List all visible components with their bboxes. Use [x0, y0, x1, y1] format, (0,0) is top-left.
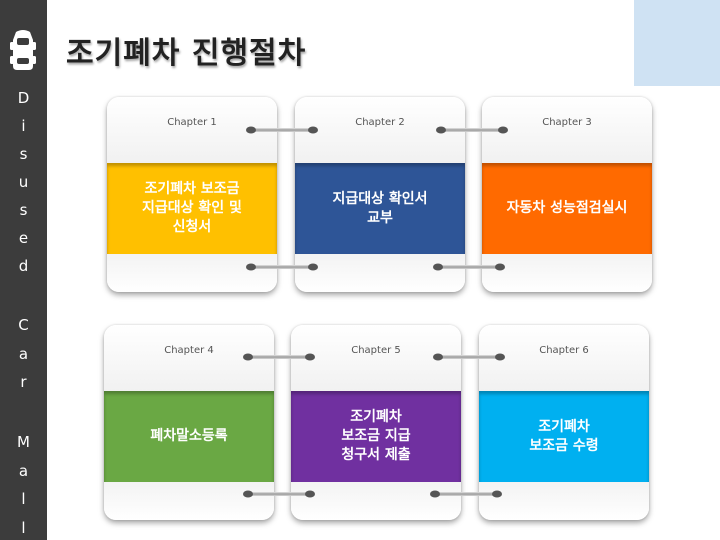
card-footer — [107, 254, 277, 292]
card-footer — [482, 254, 652, 292]
binder-ring-icon — [242, 347, 316, 361]
chapter-card: Chapter 6 조기폐차 보조금 수령 — [479, 325, 649, 520]
chapter-label: Chapter 6 — [539, 345, 589, 356]
binder-ring-icon — [432, 347, 506, 361]
sidebar-letter: a — [18, 345, 29, 363]
card-header: Chapter 2 — [295, 97, 465, 163]
binder-ring-icon — [429, 484, 503, 498]
step-text: 폐차말소등록 — [104, 391, 274, 482]
chapter-card: Chapter 5 조기폐차 보조금 지급 청구서 제출 — [291, 325, 461, 520]
card-footer — [479, 482, 649, 520]
car-icon — [10, 30, 36, 70]
binder-ring-icon — [435, 120, 509, 134]
sidebar-letter: C — [18, 316, 29, 334]
card-footer — [104, 482, 274, 520]
chapter-label: Chapter 1 — [167, 117, 217, 128]
sidebar-letter: l — [21, 519, 26, 537]
sidebar-letter: D — [17, 89, 30, 107]
binder-ring-icon — [242, 484, 316, 498]
sidebar-letter: s — [19, 145, 28, 163]
card-header: Chapter 5 — [291, 325, 461, 391]
step-text: 조기폐차 보조금 지급대상 확인 및 신청서 — [107, 163, 277, 254]
chapter-card: Chapter 3 자동차 성능점검실시 — [482, 97, 652, 292]
card-header: Chapter 6 — [479, 325, 649, 391]
card-footer — [291, 482, 461, 520]
sidebar-letter: i — [21, 117, 26, 135]
chapter-label: Chapter 3 — [542, 117, 592, 128]
sidebar-letter: a — [18, 462, 29, 480]
step-text: 지급대상 확인서 교부 — [295, 163, 465, 254]
step-text: 조기폐차 보조금 지급 청구서 제출 — [291, 391, 461, 482]
sidebar-letter: M — [17, 433, 30, 451]
step-text: 자동차 성능점검실시 — [482, 163, 652, 254]
accent-box — [634, 0, 720, 86]
chapter-label: Chapter 5 — [351, 345, 401, 356]
sidebar-letter: e — [18, 229, 29, 247]
binder-ring-icon — [432, 257, 506, 271]
card-footer — [295, 254, 465, 292]
chapter-label: Chapter 4 — [164, 345, 214, 356]
sidebar-letter: s — [19, 201, 28, 219]
sidebar-letter: l — [21, 490, 26, 508]
sidebar-letter: u — [18, 173, 29, 191]
sidebar-letter: r — [20, 373, 27, 391]
step-text: 조기폐차 보조금 수령 — [479, 391, 649, 482]
sidebar-letter: d — [18, 257, 29, 275]
binder-ring-icon — [245, 257, 319, 271]
page-title: 조기폐차 진행절차 — [66, 36, 307, 71]
binder-ring-icon — [245, 120, 319, 134]
card-header: Chapter 3 — [482, 97, 652, 163]
chapter-label: Chapter 2 — [355, 117, 405, 128]
